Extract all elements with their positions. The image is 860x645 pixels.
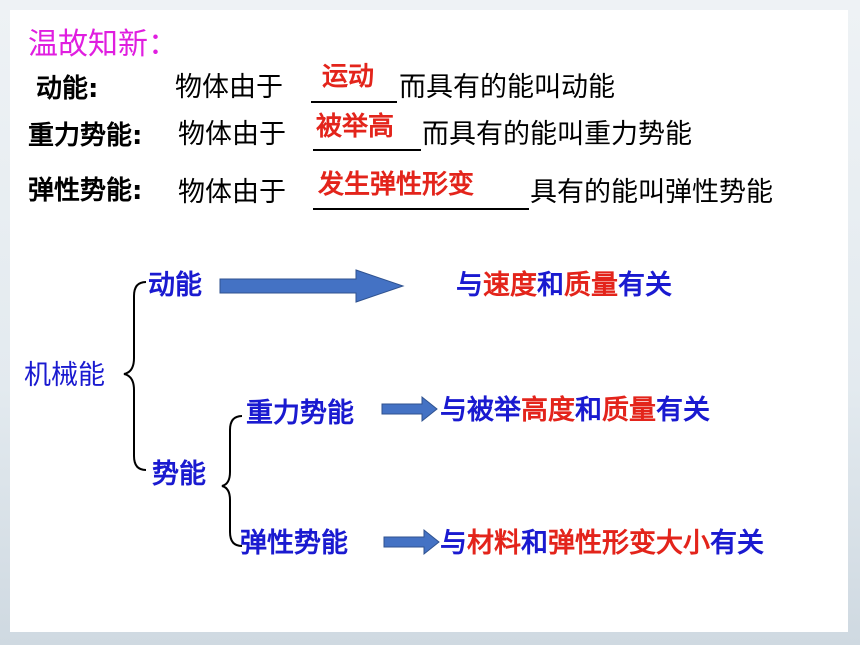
- gravity-answer: 被举高: [316, 112, 395, 142]
- kinetic-prefix: 物体由于: [175, 72, 283, 103]
- elastic-factor: 与材料和弹性形变大小有关: [440, 528, 764, 559]
- gravity-arrow: [381, 395, 438, 423]
- page-title: 温故知新：: [28, 27, 178, 62]
- gravity-blank: [313, 149, 421, 151]
- kinetic-answer: 运动: [322, 62, 375, 92]
- slide: [10, 10, 848, 632]
- node-potential: 势能: [152, 459, 206, 490]
- elastic-term: 弹性势能:: [28, 176, 143, 206]
- elastic-blank: [313, 208, 529, 210]
- elastic-prefix: 物体由于: [178, 177, 286, 208]
- kinetic-term: 动能:: [36, 74, 99, 104]
- node-elastic: 弹性势能: [240, 528, 348, 559]
- gravity-prefix: 物体由于: [178, 119, 286, 150]
- kinetic-suffix: 而具有的能叫动能: [399, 72, 615, 103]
- gravity-term: 重力势能:: [28, 121, 143, 151]
- root-node-mechanical-energy: 机械能: [24, 360, 105, 391]
- potential-brace: [221, 415, 243, 547]
- elastic-suffix: 具有的能叫弹性势能: [530, 177, 773, 208]
- gravity-suffix: 而具有的能叫重力势能: [422, 119, 692, 150]
- node-gravity: 重力势能: [246, 398, 354, 429]
- root-brace: [123, 281, 147, 471]
- elastic-arrow: [383, 528, 440, 556]
- gravity-factor: 与被举高度和质量有关: [440, 395, 710, 426]
- elastic-answer: 发生弹性形变: [318, 170, 475, 200]
- kinetic-blank: [311, 101, 397, 103]
- node-kinetic: 动能: [148, 270, 202, 301]
- kinetic-arrow: [219, 269, 405, 303]
- kinetic-factor: 与速度和质量有关: [456, 270, 672, 301]
